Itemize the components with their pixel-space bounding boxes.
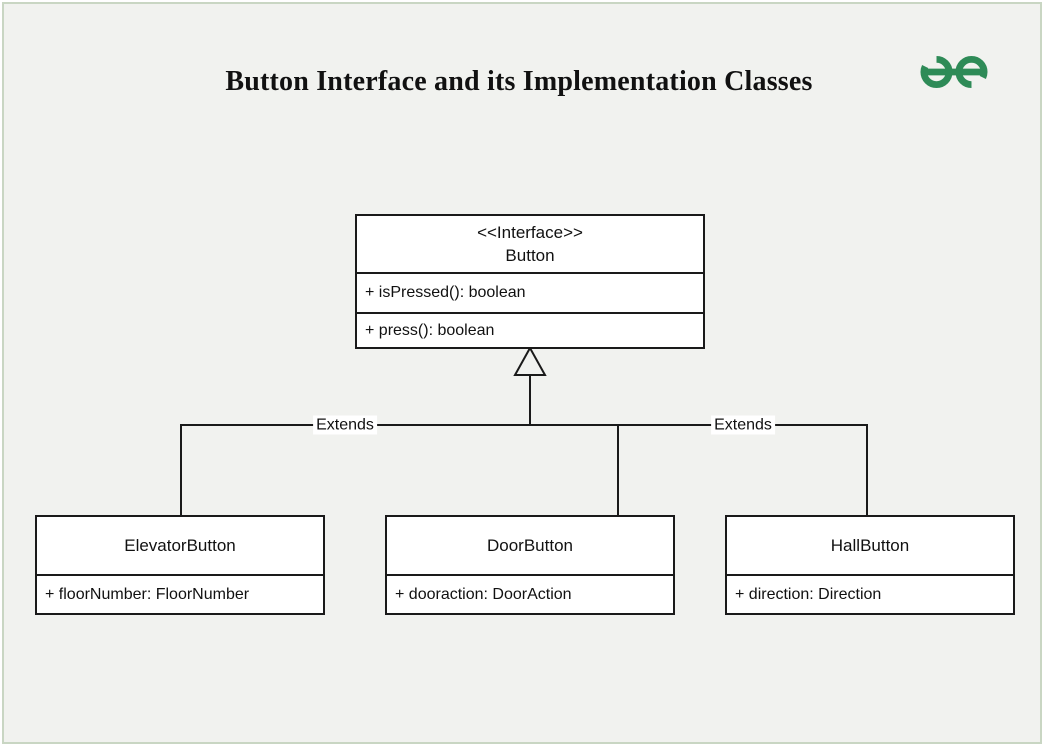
extends-label-left: Extends [313,415,377,435]
geeksforgeeks-logo [920,55,988,89]
class-box-hallbutton: HallButton + direction: Direction [725,515,1015,615]
hollow-triangle-generalization-arrow [513,345,547,376]
class-header-doorbutton: DoorButton [387,517,673,574]
class-box-elevatorbutton: ElevatorButton + floorNumber: FloorNumbe… [35,515,325,615]
class-header-elevatorbutton: ElevatorButton [37,517,323,574]
class-name-hallbutton: HallButton [830,536,910,555]
interface-header: <<Interface>> Button [357,216,703,272]
class-attribute-dooraction: + dooraction: DoorAction [387,574,673,613]
class-box-doorbutton: DoorButton + dooraction: DoorAction [385,515,675,615]
interface-box-button: <<Interface>> Button + isPressed(): bool… [355,214,705,349]
extends-label-right: Extends [711,415,775,435]
interface-method-ispressed: + isPressed(): boolean [357,272,703,312]
uml-connectors [180,345,868,516]
class-name-elevatorbutton: ElevatorButton [124,536,236,555]
class-name-doorbutton: DoorButton [487,536,573,555]
class-header-hallbutton: HallButton [727,517,1013,574]
interface-stereotype: <<Interface>> [477,223,583,242]
class-attribute-floornumber: + floorNumber: FloorNumber [37,574,323,613]
interface-name: Button [505,246,555,265]
class-attribute-direction: + direction: Direction [727,574,1013,613]
interface-method-press: + press(): boolean [357,312,703,347]
page-title: Button Interface and its Implementation … [225,66,813,97]
